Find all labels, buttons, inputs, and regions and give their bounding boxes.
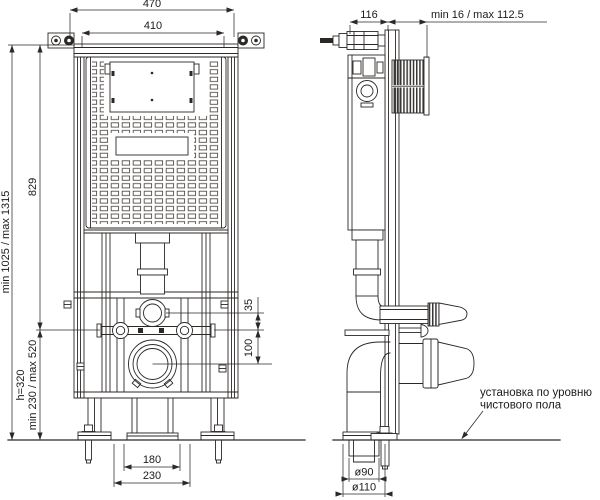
- dim-drain-diameter-outer-label: ø110: [352, 482, 376, 494]
- fixing-bolt-bar: [96, 322, 216, 339]
- dim-cistern-width: 410: [81, 20, 225, 47]
- dim-height-total-label: min 1025 / max 1315: [0, 191, 12, 294]
- dim-bolts-to-outlet: 100: [152, 330, 272, 365]
- dim-frame-depth-label: 116: [360, 9, 378, 21]
- cistern-front: [85, 56, 227, 229]
- flush-opening-slot: [115, 136, 189, 156]
- dim-bolts-to-outlet-label: 100: [243, 339, 255, 357]
- dim-height-upper: 829: [27, 45, 100, 331]
- dim-cistern-width-label: 410: [144, 20, 162, 32]
- flush-pipe-side: [351, 229, 386, 321]
- dim-outlet-height: h=320 min 230 / max 520: [15, 330, 43, 440]
- floor-note-line2: чистового пола: [480, 400, 562, 412]
- dim-frame-depth: 116: [349, 9, 389, 34]
- front-dimensions: 470 410 min 1025 / max 1315 829: [0, 0, 272, 487]
- drain-pipe-front: [126, 397, 179, 441]
- dim-flush-to-bolts: 35: [166, 297, 264, 331]
- dim-wall-gap-label: min 16 / max 112.5: [431, 9, 524, 21]
- water-inlet-valve: [320, 31, 386, 50]
- dim-height-upper-label: 829: [27, 178, 39, 196]
- dim-flush-to-bolts-label: 35: [243, 299, 255, 311]
- floor-level-note: установка по уровню чистового пола: [459, 387, 592, 441]
- cistern-side: [347, 54, 386, 231]
- dim-drain-diameter-inner-label: ø90: [355, 467, 374, 479]
- flush-connector: [379, 302, 468, 327]
- mounting-stud-side: [398, 324, 429, 338]
- wall-bracket-left: [47, 32, 75, 49]
- dim-overall-width: 470: [69, 0, 235, 37]
- wall-bracket-right: [237, 32, 265, 49]
- side-view: [320, 29, 561, 470]
- dim-wall-gap: min 16 / max 112.5: [388, 9, 547, 58]
- drain-pipe-below-floor: [348, 439, 380, 463]
- dim-overall-width-label: 470: [143, 0, 161, 10]
- dim-drain-width-inner: 180: [123, 444, 181, 471]
- front-view: [7, 32, 306, 464]
- rail-clips: [63, 300, 229, 373]
- waste-connector: [398, 338, 475, 389]
- floor-note-line1: установка по уровню: [480, 387, 592, 399]
- dim-drain-width-outer: 230: [113, 444, 191, 487]
- dim-outlet-height-range-label: min 230 / max 520: [27, 340, 39, 431]
- flush-pipe-front: [135, 232, 170, 327]
- wall-mounting-plate: [391, 56, 430, 116]
- side-dimensions: 116 min 16 / max 112.5 ø90 ø110 ус: [335, 9, 592, 497]
- dim-outlet-height-label: h=320: [15, 370, 27, 401]
- dim-height-total: min 1025 / max 1315: [0, 44, 74, 440]
- access-panel: [109, 61, 195, 113]
- dim-drain-diameter-inner: ø90: [341, 458, 387, 482]
- dim-drain-width-inner-label: 180: [143, 454, 161, 466]
- frame-legs: [77, 397, 235, 464]
- dim-drain-diameter-outer: ø110: [335, 444, 393, 497]
- dim-drain-width-outer-label: 230: [143, 470, 161, 482]
